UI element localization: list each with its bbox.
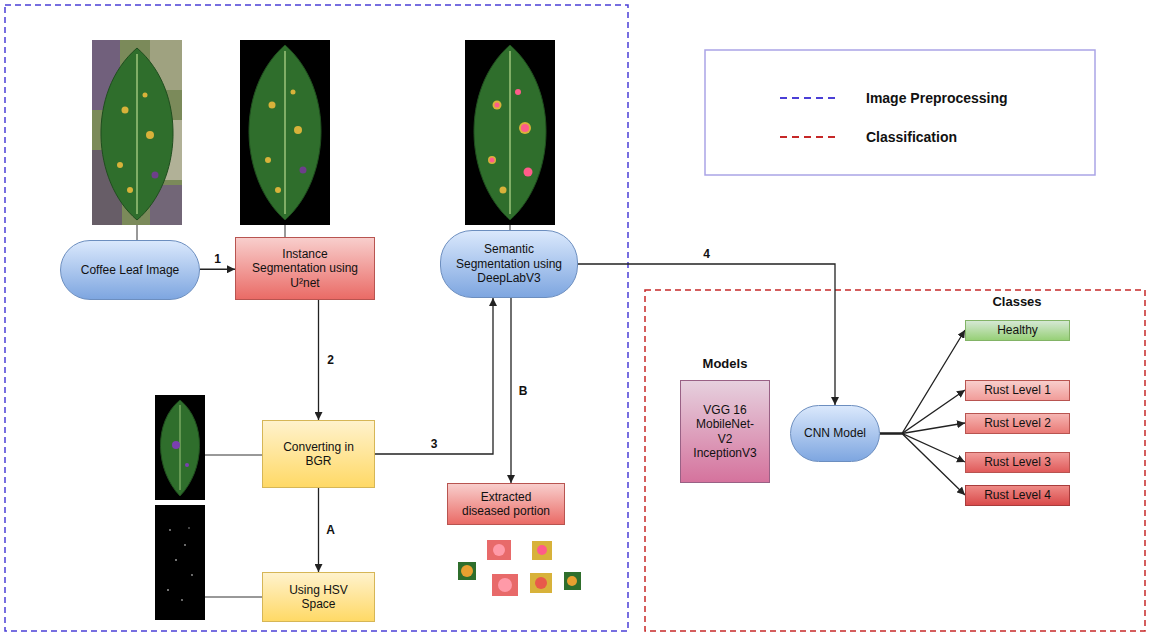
model-pill: CNN Model [790, 405, 880, 462]
classification-region [645, 290, 1145, 631]
legend-swatch [778, 127, 842, 147]
legend-line [780, 97, 840, 99]
connector-arrow [880, 434, 965, 496]
class-box: Rust Level 3 [965, 452, 1070, 473]
semantic-mask-photo [465, 40, 555, 225]
segmented-leaf-photo [240, 40, 330, 225]
node-text: Rust Level 4 [984, 488, 1051, 502]
class-box: Rust Level 4 [965, 485, 1070, 506]
hsv-mask-photo [155, 505, 205, 620]
node-text: Coffee Leaf Image [81, 263, 180, 277]
node-text: Rust Level 2 [984, 416, 1051, 430]
step-number: 1 [212, 252, 223, 266]
legend-swatch [778, 88, 842, 108]
node-text: Converting in BGR [271, 440, 366, 469]
leader-line [137, 225, 138, 240]
class-box: Rust Level 1 [965, 380, 1070, 401]
connector-arrow [880, 434, 965, 463]
node-text: Instance Segmentation using U²net [244, 247, 366, 290]
process-box: Using HSV Space [262, 572, 375, 622]
preprocessing-region [5, 5, 628, 631]
process-pill: Semantic Segmentation using DeepLabV3 [440, 230, 578, 298]
connector-arrow [880, 390, 965, 434]
bgr-leaf-photo [155, 395, 205, 500]
node-text: Semantic Segmentation using DeepLabV3 [453, 242, 565, 285]
node-text: CNN Model [804, 426, 866, 440]
output-box: Extracted diseased portion [447, 483, 565, 525]
node-text: Healthy [997, 323, 1038, 337]
connector-arrow [375, 298, 493, 454]
group-heading: Classes [992, 294, 1041, 309]
node-text: Using HSV Space [271, 583, 366, 612]
step-number: 3 [429, 437, 440, 451]
leader-line [205, 597, 262, 598]
node-text: Rust Level 3 [984, 455, 1051, 469]
connector-arrow [318, 488, 319, 572]
class-box: Healthy [965, 320, 1070, 341]
step-number: 2 [325, 353, 336, 367]
node-text: VGG 16 MobileNet-V2 InceptionV3 [689, 403, 761, 461]
legend-entry: Image Preprocessing [778, 88, 1008, 108]
class-box: Rust Level 2 [965, 413, 1070, 434]
connector-arrow [318, 300, 319, 420]
legend-box [705, 50, 1095, 175]
node-text: Extracted diseased portion [456, 490, 556, 519]
step-number: 4 [701, 247, 712, 261]
node-text: Rust Level 1 [984, 383, 1051, 397]
leader-line [285, 225, 286, 237]
diseased-patches [458, 540, 581, 596]
process-box: Converting in BGR [262, 420, 375, 488]
legend-line [780, 136, 840, 138]
legend-entry: Classification [778, 127, 957, 147]
group-heading: Models [703, 356, 748, 372]
step-number: B [517, 384, 530, 398]
legend-text: Classification [866, 129, 957, 145]
connector-arrow [880, 423, 965, 434]
connector-arrow [880, 330, 965, 434]
legend-text: Image Preprocessing [866, 90, 1008, 106]
models-box: ModelsVGG 16 MobileNet-V2 InceptionV3 [680, 380, 770, 483]
connector-arrow [200, 269, 235, 270]
step-number: A [324, 523, 337, 537]
coffee-leaf-photo [92, 40, 182, 225]
leader-line [205, 455, 262, 456]
start-pill: Coffee Leaf Image [60, 240, 200, 300]
connector-arrow [510, 298, 511, 483]
process-box: Instance Segmentation using U²net [235, 237, 375, 300]
